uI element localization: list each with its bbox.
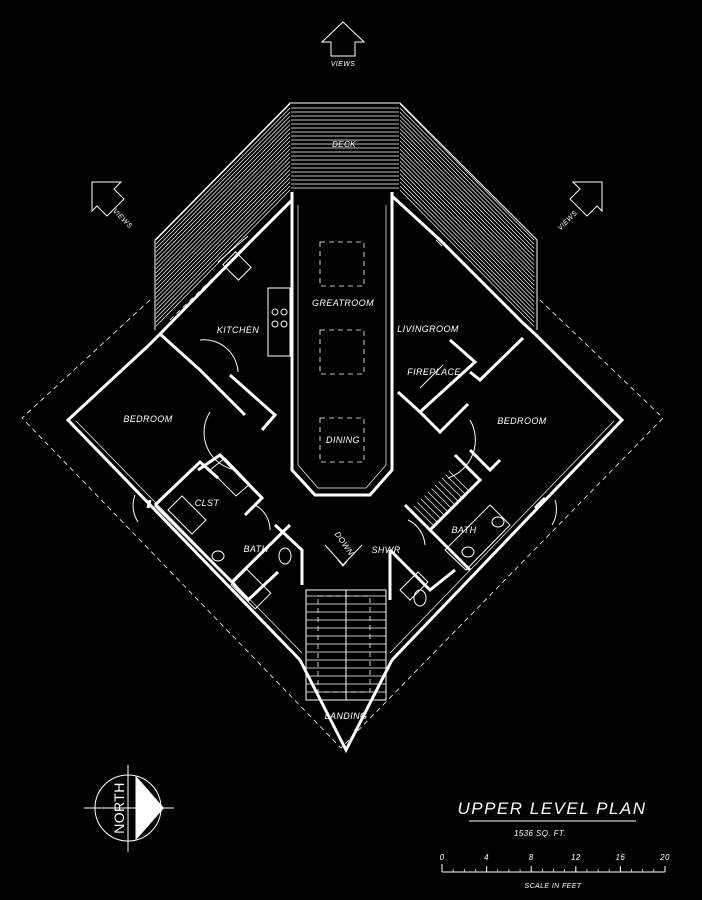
deck-board (155, 107, 291, 245)
livingroom-label: LIVINGROOM (397, 324, 459, 334)
deck-board (399, 103, 535, 241)
bedroom-left (132, 411, 237, 523)
deck-board (399, 144, 535, 282)
scale-tick-label: 12 (571, 853, 581, 862)
deck-board (399, 152, 535, 290)
greatroom-label: GREATROOM (312, 298, 374, 308)
kitchen-label: KITCHEN (217, 325, 259, 335)
deck-board (155, 181, 291, 319)
left-service-block (153, 453, 304, 610)
closet-shelf (434, 484, 456, 506)
deck-board (399, 181, 535, 319)
closet-shelf (413, 505, 435, 527)
scale-tick-label: 8 (529, 853, 534, 862)
deck-board (155, 103, 291, 241)
deck-board (155, 185, 291, 323)
scale-tick-label: 16 (616, 853, 626, 862)
roof-outline (21, 299, 664, 749)
deck-board (155, 173, 291, 310)
deck-board (399, 136, 535, 274)
dining-label: DINING (326, 435, 360, 445)
deck-board (399, 185, 535, 323)
view-arrow-left (91, 181, 125, 217)
closet-shelf (448, 470, 470, 492)
deck-board (399, 165, 535, 302)
plan-title: UPPER LEVEL PLAN (457, 799, 646, 818)
deck-label: DECK (332, 140, 356, 149)
closet-label: CLST (195, 498, 221, 508)
bath-right-label: BATH (452, 525, 477, 535)
view-arrow-top (320, 21, 366, 57)
views-label-left: VIEWS (111, 208, 133, 230)
living-area (396, 239, 525, 435)
views-label-right: VIEWS (557, 210, 579, 232)
deck-board (155, 148, 291, 286)
scale-tick-label: 4 (484, 853, 489, 862)
deck-board (399, 128, 535, 265)
deck-board (399, 169, 535, 306)
deck-board (155, 140, 291, 278)
bath-left-label: BATH (244, 544, 269, 554)
landing-label: LANDING (325, 711, 368, 721)
views-label-top: VIEWS (331, 61, 356, 68)
bedroom-right (447, 419, 557, 526)
deck-board (399, 161, 535, 298)
deck-board (155, 124, 291, 261)
closet-shelf (424, 495, 445, 516)
deck-board (399, 107, 535, 245)
deck-board (155, 111, 291, 249)
deck-board (399, 173, 535, 310)
deck-board (155, 136, 291, 274)
exterior-walls (65, 192, 625, 754)
deck-board (155, 144, 291, 282)
stair (300, 544, 392, 701)
deck-board (399, 124, 535, 261)
deck-board (155, 165, 291, 302)
scale-caption: SCALE IN FEET (525, 883, 582, 890)
deck-board (399, 148, 535, 286)
north-arrow (84, 765, 174, 852)
deck-board (399, 140, 535, 278)
shower-label: SHWR (371, 545, 400, 555)
fireplace-label: FIREPLACE (407, 367, 461, 377)
closet-shelf (431, 488, 452, 509)
deck (154, 102, 538, 330)
closet-shelf (417, 502, 438, 523)
deck-board (399, 116, 535, 253)
bedroom-left-label: BEDROOM (123, 414, 172, 424)
deck-board (399, 120, 535, 257)
greatroom-spine (290, 192, 394, 497)
deck-board (155, 169, 291, 306)
north-label: NORTH (111, 782, 127, 834)
deck-board (399, 189, 535, 327)
deck-board (399, 157, 535, 294)
scale-tick-label: 0 (440, 853, 445, 862)
deck-board (155, 128, 291, 265)
deck-board (399, 177, 535, 315)
deck-board (155, 157, 291, 294)
closet-shelf (438, 481, 459, 502)
deck-board (155, 116, 291, 253)
deck-board (155, 152, 291, 290)
deck-board (399, 111, 535, 249)
deck-board (155, 161, 291, 298)
closet-shelf (427, 491, 449, 513)
closet-shelf (420, 498, 442, 520)
deck-board (155, 177, 291, 315)
closet-shelf (445, 474, 466, 495)
kitchen (158, 235, 291, 431)
deck-board (155, 132, 291, 269)
down-label: DOWN (333, 530, 356, 557)
scale-tick-label: 20 (659, 853, 670, 862)
deck-board (399, 132, 535, 269)
closet-shelf (441, 477, 463, 499)
area-label: 1536 SQ. FT. (514, 829, 566, 838)
deck-board (155, 120, 291, 257)
view-arrow-right (569, 181, 603, 217)
bedroom-right-label: BEDROOM (497, 416, 546, 426)
